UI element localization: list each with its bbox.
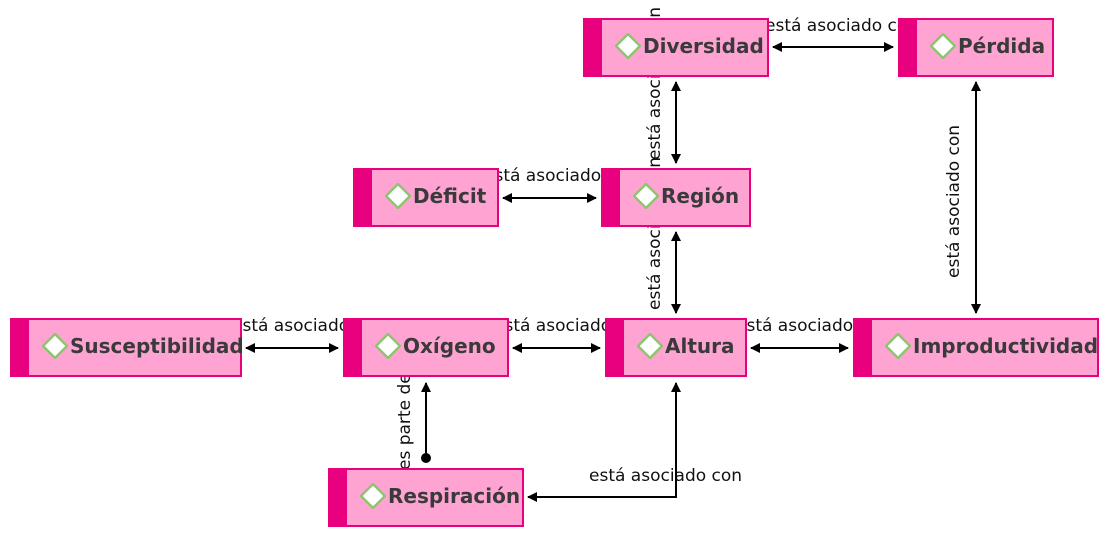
node-deficit[interactable]: Déficit <box>353 168 499 227</box>
node-label: Improductividad <box>913 334 1099 358</box>
node-diversidad[interactable]: Diversidad <box>583 18 769 77</box>
node-susceptibilidad[interactable]: Susceptibilidad <box>10 318 244 377</box>
edge-label-altura-improductividad: está asociado con <box>736 316 889 336</box>
node-accent-bar <box>583 18 602 77</box>
edge-diversidad-perdida: está asociado con <box>765 16 918 52</box>
node-label: Susceptibilidad <box>70 334 244 358</box>
node-improductividad[interactable]: Improductividad <box>853 318 1099 377</box>
node-accent-bar <box>605 318 624 377</box>
edge-label-perdida-improductividad: está asociado con <box>944 125 964 278</box>
node-accent-bar <box>343 318 362 377</box>
edge-altura-respiracion: está asociado con <box>527 382 742 502</box>
diamond-icon <box>375 333 401 359</box>
diamond-icon <box>633 183 659 209</box>
node-label: Altura <box>665 334 735 358</box>
node-oxigeno[interactable]: Oxígeno <box>343 318 509 377</box>
edge-perdida-improductividad: está asociado con <box>944 81 981 314</box>
diamond-icon <box>637 333 663 359</box>
node-label: Pérdida <box>958 34 1046 58</box>
node-respiracion[interactable]: Respiración <box>328 468 524 527</box>
edge-label-deficit-region: está asociado con <box>484 166 637 186</box>
node-label: Respiración <box>388 484 521 508</box>
diamond-icon <box>930 33 956 59</box>
edge-respiracion-oxigeno: es parte de <box>395 373 431 470</box>
edge-altura-improductividad: está asociado con <box>736 316 889 353</box>
node-accent-bar <box>10 318 29 377</box>
node-altura[interactable]: Altura <box>605 318 747 377</box>
diamond-icon <box>385 183 411 209</box>
diamond-icon <box>615 33 641 59</box>
node-accent-bar <box>601 168 620 227</box>
edge-label-diversidad-perdida: está asociado con <box>765 16 918 36</box>
diamond-icon <box>885 333 911 359</box>
diamond-icon <box>42 333 68 359</box>
node-accent-bar <box>328 468 347 527</box>
node-label: Déficit <box>413 184 487 208</box>
node-label: Región <box>661 184 740 208</box>
node-perdida[interactable]: Pérdida <box>898 18 1054 77</box>
edge-deficit-region: está asociado con <box>484 166 637 203</box>
edge-label-respiracion-oxigeno: es parte de <box>395 373 415 470</box>
node-label: Diversidad <box>643 34 764 58</box>
edge-label-altura-respiracion: está asociado con <box>589 466 742 486</box>
node-accent-bar <box>898 18 917 77</box>
node-accent-bar <box>353 168 372 227</box>
diamond-icon <box>360 483 386 509</box>
node-accent-bar <box>853 318 872 377</box>
node-region[interactable]: Región <box>601 168 751 227</box>
node-label: Oxígeno <box>403 334 496 358</box>
